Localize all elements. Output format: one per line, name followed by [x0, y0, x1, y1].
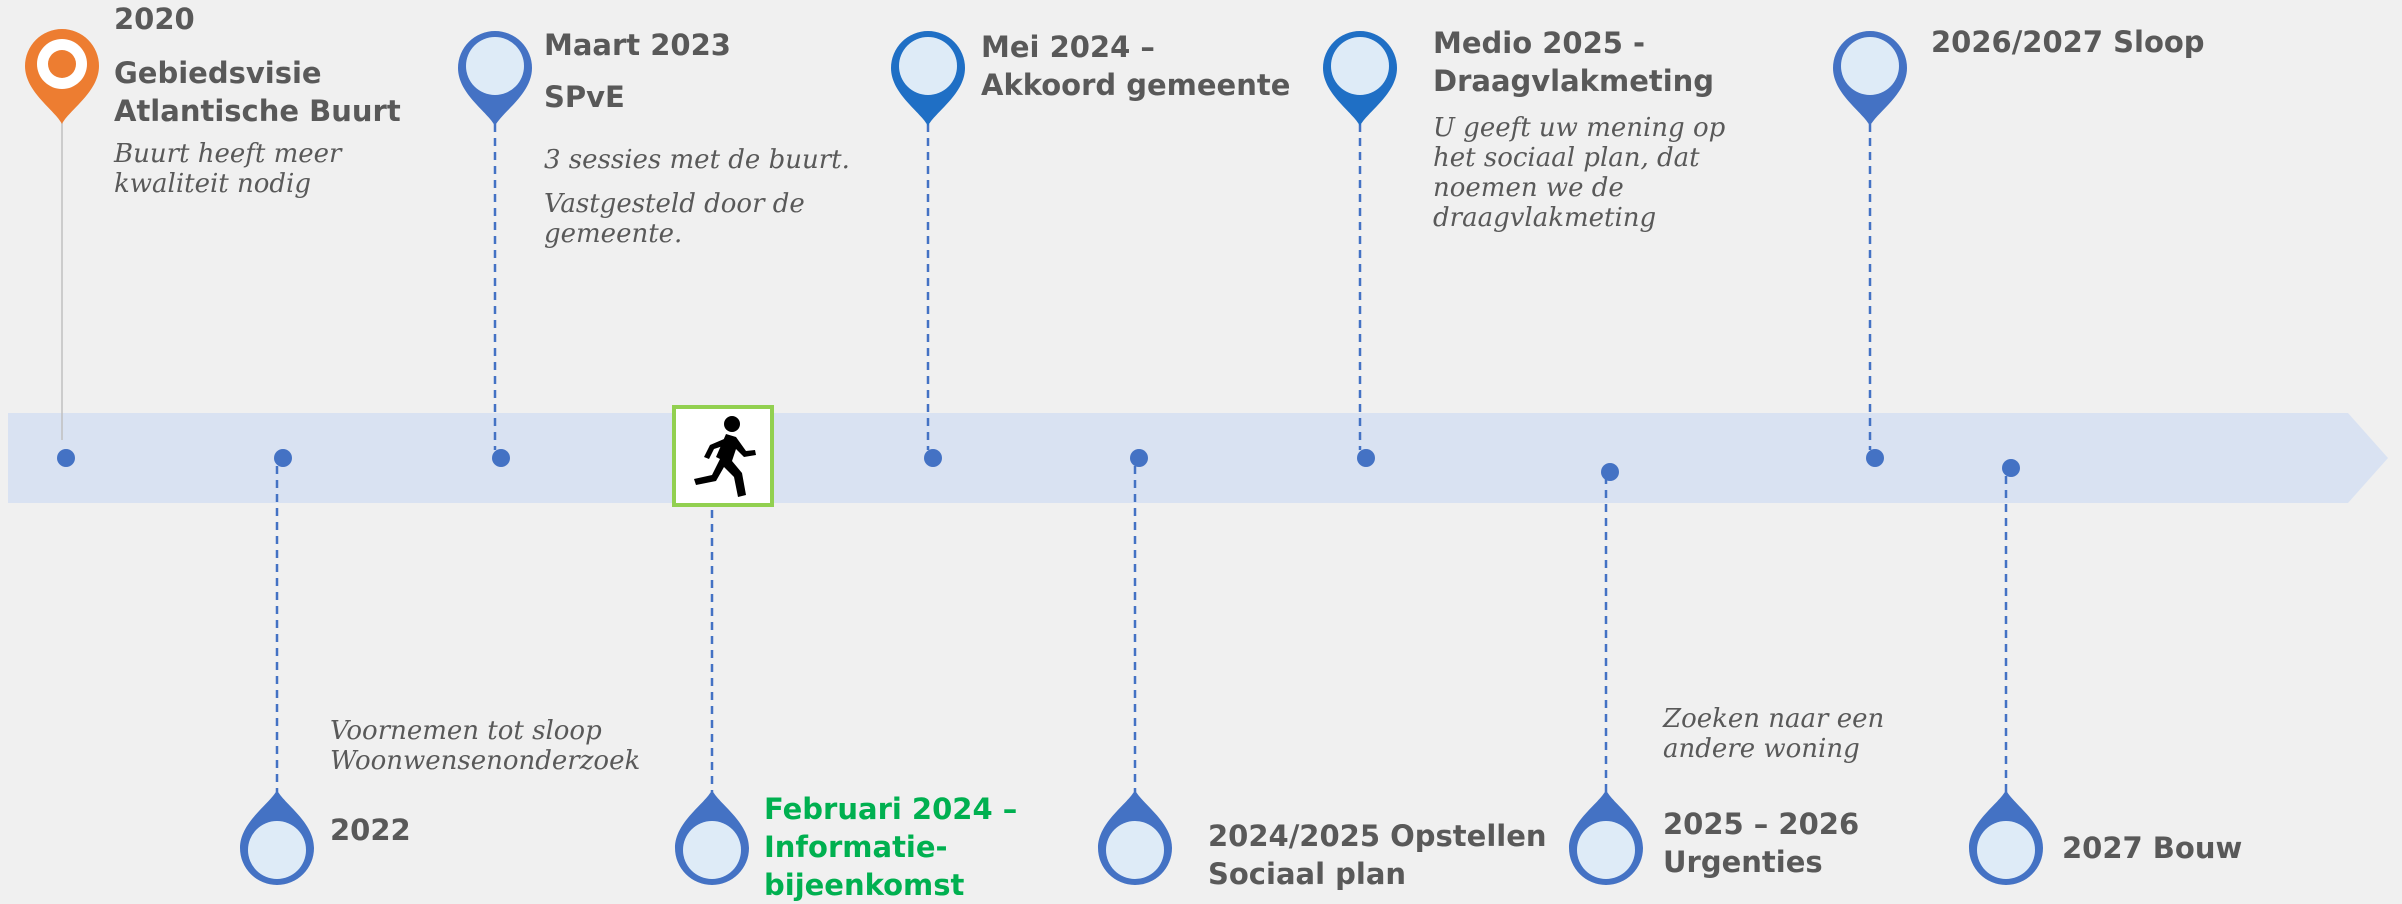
milestone-description: andere woning [1663, 734, 1860, 764]
milestone-title: 2025 – 2026 [1663, 807, 1860, 841]
milestone-title: Akkoord gemeente [981, 68, 1291, 102]
map-pin-icon-2526 [1569, 790, 1643, 885]
timeline-dot [1130, 449, 1148, 467]
milestone-description: het sociaal plan, dat [1433, 143, 1700, 173]
map-pin-icon-feb24 [675, 790, 749, 885]
timeline-arrow [8, 413, 2388, 503]
milestone-title: Sociaal plan [1208, 857, 1407, 891]
timeline-dot [2002, 459, 2020, 477]
timeline-dot [57, 449, 75, 467]
milestone-title: 2020 [114, 2, 195, 36]
map-pin-icon-2023 [458, 31, 532, 126]
milestone-description: kwaliteit nodig [114, 169, 312, 199]
timeline-dot [274, 449, 292, 467]
milestone-title: SPvE [544, 80, 625, 114]
milestone-description: Woonwensenonderzoek [330, 746, 641, 776]
timeline-dot [924, 449, 942, 467]
milestone-title: Februari 2024 – [764, 792, 1018, 826]
timeline-dot [492, 449, 510, 467]
milestone-title: Informatie- [764, 830, 948, 864]
milestone-description: Buurt heeft meer [114, 139, 342, 169]
milestone-title: Atlantische Buurt [114, 94, 401, 128]
timeline-dot [1357, 449, 1375, 467]
milestone-title: Gebiedsvisie [114, 56, 322, 90]
milestone-title: Urgenties [1663, 845, 1823, 879]
timeline-dot [1866, 449, 1884, 467]
map-pin-icon-2022 [240, 790, 314, 885]
map-pin-icon-2627 [1833, 31, 1907, 126]
map-pin-icon-2020 [25, 29, 99, 124]
milestone-title: Medio 2025 - [1433, 26, 1646, 60]
milestone-description: 3 sessies met de buurt. [544, 145, 850, 175]
map-pin-icon-mei24 [891, 31, 965, 126]
map-pin-icon-2027 [1969, 790, 2043, 885]
runner-icon [672, 405, 774, 507]
map-pin-icon-2425 [1098, 790, 1172, 885]
milestone-description: U geeft uw mening op [1433, 113, 1726, 143]
milestone-description: noemen we de [1433, 173, 1624, 203]
milestone-description: Vastgesteld door de [544, 189, 805, 219]
milestone-title: 2026/2027 Sloop [1931, 25, 2205, 59]
milestone-title: Draagvlakmeting [1433, 64, 1715, 98]
milestone-title: Mei 2024 – [981, 30, 1155, 64]
milestone-description: draagvlakmeting [1433, 203, 1657, 233]
milestone-description: Voornemen tot sloop [330, 716, 602, 746]
milestone-title: Maart 2023 [544, 28, 731, 62]
milestone-description: Zoeken naar een [1663, 704, 1885, 734]
milestone-title: 2024/2025 Opstellen [1208, 819, 1547, 853]
milestone-title: bijeenkomst [764, 868, 965, 902]
milestone-title: 2022 [330, 813, 411, 847]
milestone-description: gemeente. [544, 219, 683, 249]
timeline-dot [1601, 463, 1619, 481]
milestone-title: 2027 Bouw [2062, 831, 2243, 865]
map-pin-icon-2025 [1323, 31, 1397, 126]
